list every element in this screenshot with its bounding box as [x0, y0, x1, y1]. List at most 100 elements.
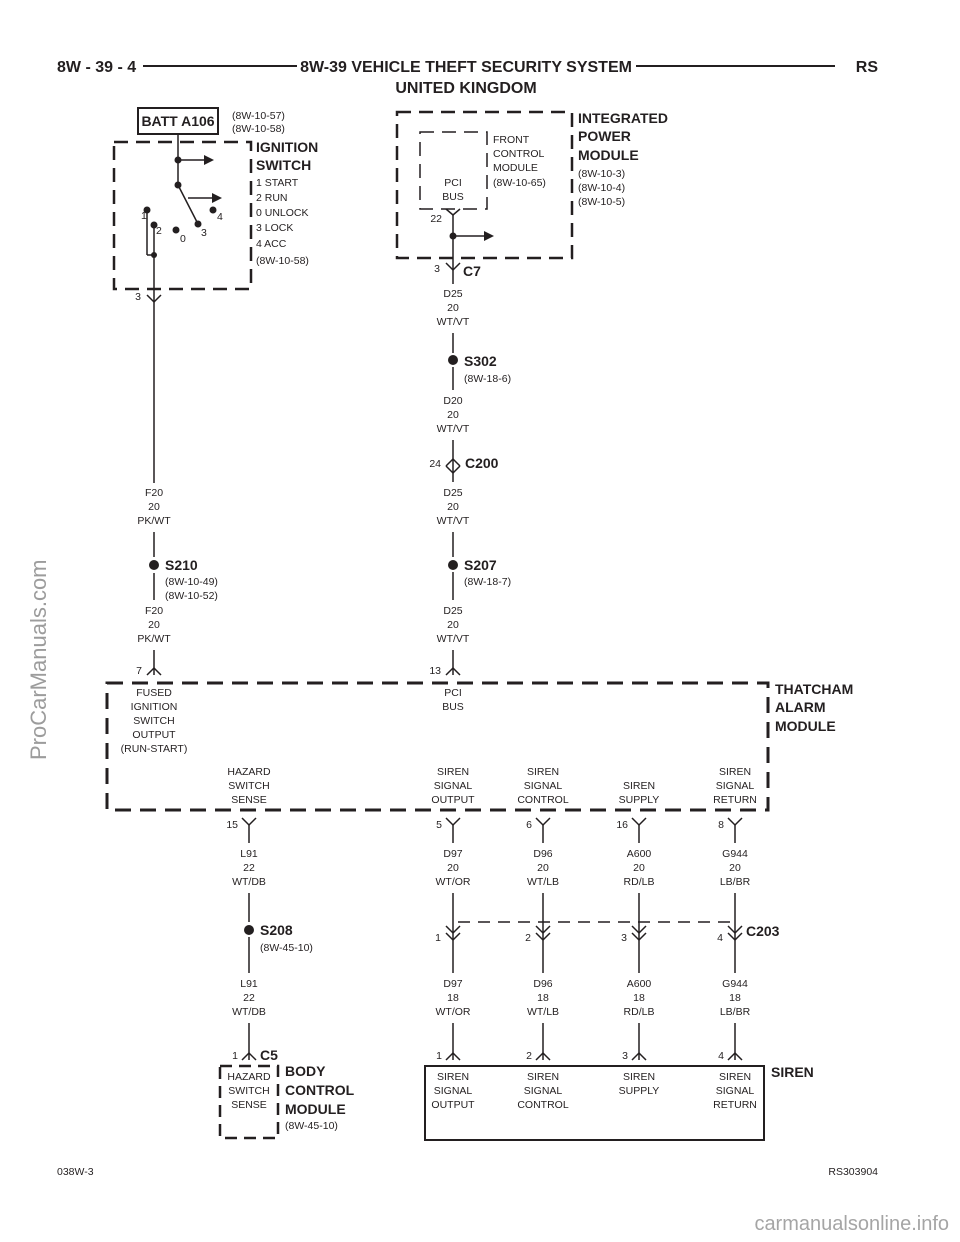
wire-color: RD/LB [624, 1006, 655, 1018]
wire-gauge: 18 [537, 992, 549, 1004]
contact-2: 2 [156, 225, 162, 237]
pin-number: 3 [621, 932, 627, 944]
side-watermark: ProCarManuals.com [26, 559, 51, 760]
wire-color: WT/OR [436, 876, 471, 888]
ipm-ref: (8W-10-5) [578, 196, 625, 208]
alarm-title-1: THATCHAM [775, 681, 853, 697]
wire-color: WT/VT [437, 633, 470, 645]
integrated-power-module: INTEGRATED POWER MODULE (8W-10-3) (8W-10… [395, 110, 668, 272]
pin-number: 15 [226, 819, 238, 831]
wire-id: D96 [533, 978, 552, 990]
arrow-icon [204, 155, 214, 165]
ignition-title-2: SWITCH [256, 157, 311, 173]
connector-icon [631, 817, 647, 827]
footer-right-code: RS303904 [828, 1166, 878, 1178]
splice-s208: S208 [260, 922, 293, 938]
output-label: SIREN [623, 780, 655, 792]
battery-ref-2: (8W-10-58) [232, 123, 285, 135]
ignition-out-pin: 3 [135, 291, 141, 303]
alarm-title-2: ALARM [775, 699, 826, 715]
wire-gauge: 20 [148, 501, 160, 513]
pin-number: 16 [616, 819, 628, 831]
output-label: SWITCH [228, 780, 269, 792]
contact-4: 4 [217, 211, 223, 223]
page-title: 8W-39 VEHICLE THEFT SECURITY SYSTEM [300, 59, 632, 76]
siren-input-label: SIGNAL [716, 1085, 755, 1097]
wire-color: LB/BR [720, 876, 751, 888]
wire-id: L91 [240, 848, 258, 860]
wire-id: D96 [533, 848, 552, 860]
wire-id: D25 [443, 487, 462, 499]
connector-c5: C5 [260, 1047, 278, 1063]
wire-id: D20 [443, 395, 462, 407]
splice-ref: (8W-18-7) [464, 576, 511, 588]
footer-left-code: 038W-3 [57, 1166, 94, 1178]
pin-number: 1 [232, 1050, 238, 1062]
output-label: OUTPUT [431, 794, 475, 806]
input-label: BUS [442, 701, 464, 713]
siren-component: SIREN SIREN SIGNAL OUTPUT SIREN SIGNAL C… [424, 1064, 814, 1141]
connector-icon [445, 208, 461, 216]
pin-number: 4 [717, 932, 723, 944]
wire-gauge: 18 [729, 992, 741, 1004]
splice-dot-icon [448, 560, 458, 570]
connector-icon [445, 817, 461, 827]
pin-number: 5 [436, 819, 442, 831]
fused-ignition-wire: F20 20 PK/WT S210 (8W-10-49) (8W-10-52) … [136, 302, 218, 677]
wire-id: G944 [722, 978, 748, 990]
wire-gauge: 20 [148, 619, 160, 631]
ipm-title-1: INTEGRATED [578, 110, 668, 126]
wire-color: WT/OR [436, 1006, 471, 1018]
ipm-box [395, 110, 574, 260]
pin-number: 4 [718, 1050, 724, 1062]
wire-color: LB/BR [720, 1006, 751, 1018]
battery-label: BATT A106 [141, 113, 214, 129]
wire-id: D97 [443, 978, 462, 990]
wire-gauge: 20 [729, 862, 741, 874]
wire-color: WT/DB [232, 1006, 266, 1018]
siren-input-label: RETURN [713, 1099, 757, 1111]
siren-input-label: SIREN [719, 1071, 751, 1083]
splice-ref: (8W-10-49) [165, 576, 218, 588]
page-subtitle: UNITED KINGDOM [395, 80, 536, 97]
battery-ref-1: (8W-10-57) [232, 110, 285, 122]
connector-icon [445, 666, 461, 676]
wire-gauge: 20 [447, 862, 459, 874]
splice-s210: S210 [165, 557, 198, 573]
fcm-box [419, 131, 488, 210]
splice-ref: (8W-18-6) [464, 373, 511, 385]
model-code: RS [856, 59, 879, 76]
pin-number: 1 [435, 932, 441, 944]
alarm-module-box [105, 681, 770, 812]
connector-icon [241, 1051, 257, 1061]
ipm-ref: (8W-10-4) [578, 182, 625, 194]
wire-gauge: 20 [447, 409, 459, 421]
siren-input-label: SIREN [437, 1071, 469, 1083]
wire-gauge: 20 [633, 862, 645, 874]
output-label: SIREN [527, 766, 559, 778]
siren-input-label: SUPPLY [619, 1085, 660, 1097]
connector-c7: C7 [463, 263, 481, 279]
bcm-title-3: MODULE [285, 1101, 346, 1117]
pin-number: 2 [525, 932, 531, 944]
connector-icon [241, 817, 257, 827]
connector-icon [535, 1051, 551, 1061]
connector-c200: C200 [465, 455, 499, 471]
connector-icon [445, 457, 461, 467]
contact-1: 1 [141, 210, 147, 222]
siren-title: SIREN [771, 1064, 814, 1080]
connector-icon [445, 1051, 461, 1061]
wire-id: D25 [443, 288, 462, 300]
connector-icon [631, 925, 647, 935]
fcm-label: (8W-10-65) [493, 177, 546, 189]
body-control-module: HAZARD SWITCH SENSE BODY CONTROL MODULE … [218, 1063, 355, 1140]
wire-color: PK/WT [137, 633, 171, 645]
ignition-switch-box [112, 140, 253, 291]
ipm-title-3: MODULE [578, 147, 639, 163]
bcm-title-2: CONTROL [285, 1082, 355, 1098]
output-label: SIGNAL [716, 780, 755, 792]
pci-bus-wire: 3 C7 D25 20 WT/VT S302 (8W-18-6) D20 20 … [429, 263, 511, 677]
bcm-box [218, 1064, 280, 1140]
wire-id: G944 [722, 848, 748, 860]
ignition-switch-group: BATT A106 (8W-10-57) (8W-10-58) IGNITION… [112, 107, 318, 304]
